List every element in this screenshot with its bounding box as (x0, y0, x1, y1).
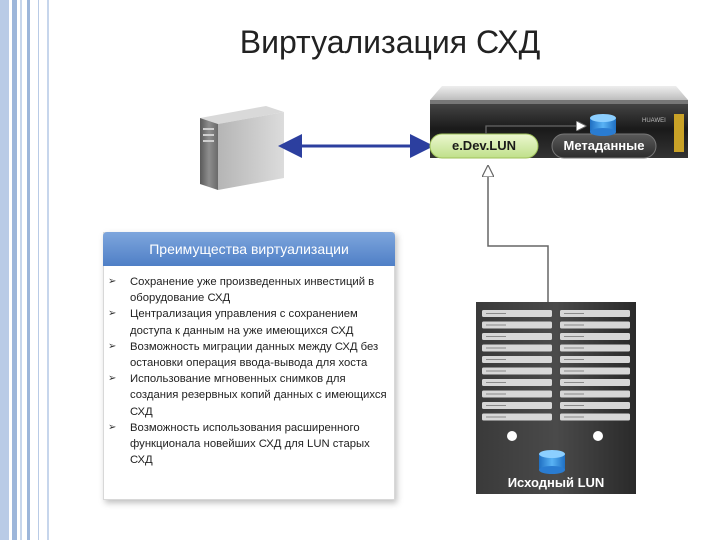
drive-slot-led (486, 405, 506, 406)
drive-slot (560, 367, 630, 375)
database-disk-icon (590, 114, 616, 136)
drive-slot-led (486, 347, 506, 349)
drive-slot-led (564, 416, 584, 418)
drive-slot (560, 402, 630, 409)
drive-slot-led (564, 393, 584, 395)
drive-slot-led (486, 370, 506, 372)
drive-slot (482, 310, 552, 317)
drive-slot-led (486, 336, 506, 337)
drive-slot (560, 321, 630, 329)
slide-title: Виртуализация СХД (239, 24, 541, 60)
drive-slot (482, 344, 552, 352)
decor-stripe-1 (0, 0, 9, 540)
bullet-arrow-icon: ➢ (108, 340, 117, 352)
decor-stripe-4 (27, 0, 30, 540)
bullet-arrow-icon: ➢ (108, 421, 117, 433)
drive-slot (482, 402, 552, 409)
source-lun-label: Исходный LUN (507, 475, 605, 490)
decor-stripe-2 (12, 0, 17, 540)
drive-slot (482, 367, 552, 375)
bullet-arrow-icon: ➢ (108, 276, 117, 287)
drive-slot-led (564, 324, 584, 326)
decor-stripe-3 (20, 0, 22, 540)
advantages-panel (103, 232, 395, 500)
drive-slot (560, 390, 630, 398)
bullet-arrow-icon: ➢ (108, 308, 117, 320)
drive-slot-led (486, 393, 506, 395)
drive-slot (482, 321, 552, 329)
edev-lun-label: e.Dev.LUN (451, 138, 517, 153)
drive-slot-led (486, 382, 506, 383)
drive-slot-led (564, 336, 584, 337)
bullet-arrow-icon: ➢ (108, 373, 117, 385)
metadata-link-arrow (485, 126, 584, 134)
drive-slot-led (564, 405, 584, 406)
decor-stripe-5 (38, 0, 39, 540)
advantages-header: Преимущества виртуализации (103, 232, 395, 266)
server-tower-icon (200, 106, 284, 190)
list-item: ➢Сохранение уже произведенных инвестиций… (108, 276, 375, 305)
decor-stripe-6 (47, 0, 49, 540)
list-item: ➢Возможность использования расширенного … (108, 421, 370, 467)
drive-slot-led (486, 324, 506, 326)
drive-slot (560, 356, 630, 363)
drive-slot-led (564, 370, 584, 372)
drive-slot (560, 333, 630, 340)
list-item: ➢Централизация управления с сохранением … (108, 308, 358, 337)
drive-slot-led (564, 382, 584, 383)
drive-slot-led (486, 416, 506, 418)
drive-slot-led (564, 347, 584, 349)
disk-array-icon (476, 302, 636, 494)
drive-slot (482, 356, 552, 363)
svg-text:HUAWEI: HUAWEI (642, 118, 666, 124)
drive-slot-led (486, 313, 506, 314)
source-lun-disk-icon (539, 450, 565, 474)
drive-slot (560, 413, 630, 421)
drive-slot-led (564, 359, 584, 360)
drive-slot-led (564, 313, 584, 314)
drive-slot (560, 344, 630, 352)
drive-slot (482, 333, 552, 340)
drive-slot (560, 310, 630, 317)
edev-lun-pill (429, 133, 539, 159)
drive-slot (482, 379, 552, 386)
drive-slot (560, 379, 630, 386)
drive-slot-led (486, 359, 506, 360)
drive-slot (482, 390, 552, 398)
advantages-list: ➢Сохранение уже произведенных инвестиций… (108, 274, 392, 468)
list-item: ➢Использование мгновенных снимков для со… (108, 373, 387, 418)
drive-slot (482, 413, 552, 421)
list-item: ➢Возможность миграции данных между СХД б… (108, 340, 379, 370)
metadata-label: Метаданные (563, 138, 645, 153)
